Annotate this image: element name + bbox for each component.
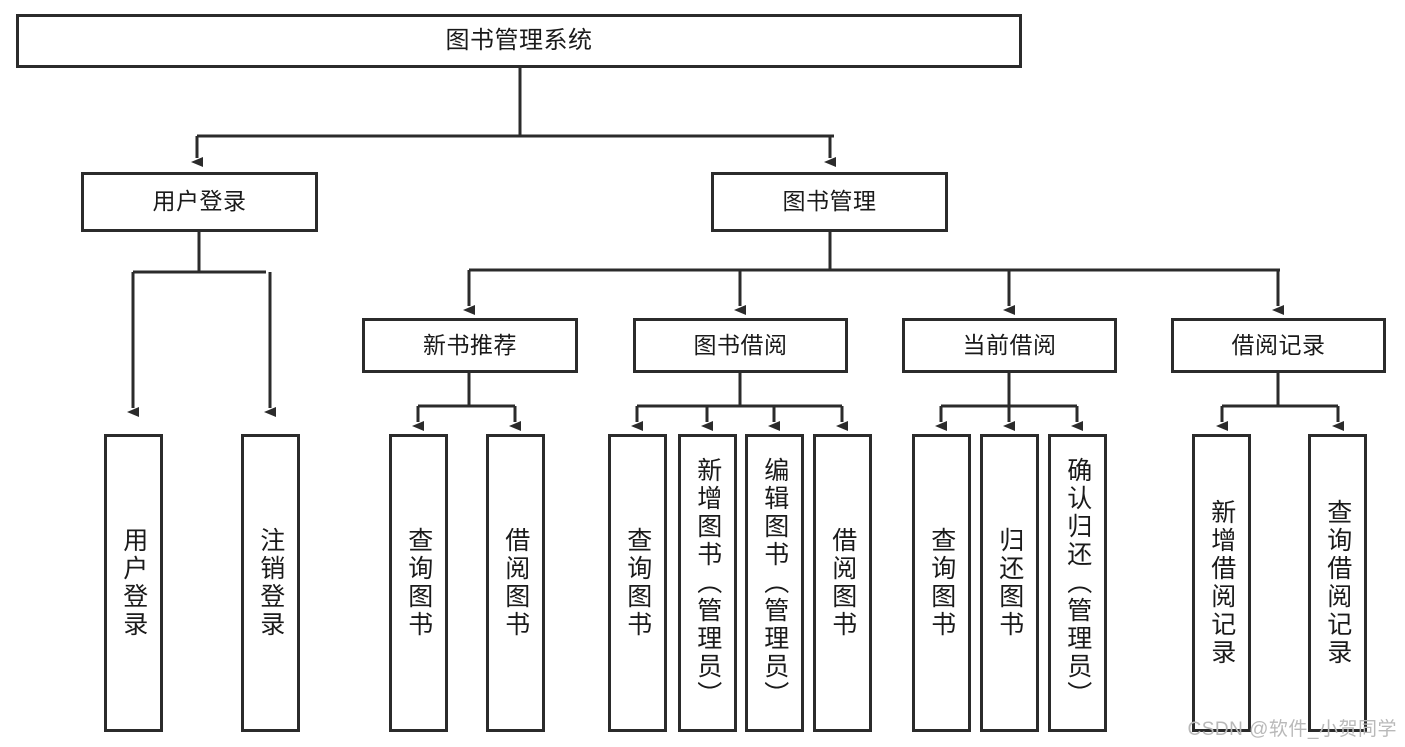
node-new-book-recommend[interactable]: 新书推荐 [362, 318, 578, 373]
node-label: 新增图书（管理员） [693, 457, 722, 709]
node-label: 用户登录 [119, 527, 148, 639]
node-label: 当前借阅 [962, 331, 1057, 358]
node-label: 新增借阅记录 [1207, 499, 1236, 667]
node-user-login[interactable]: 用户登录 [81, 172, 318, 232]
node-label: 查询图书 [927, 527, 956, 639]
leaf-confirm-return-admin[interactable]: 确认归还（管理员） [1048, 434, 1107, 732]
leaf-edit-book-admin[interactable]: 编辑图书（管理员） [745, 434, 804, 732]
leaf-return-book[interactable]: 归还图书 [980, 434, 1039, 732]
node-label: 图书借阅 [693, 331, 788, 358]
node-label: 用户登录 [152, 188, 247, 215]
node-label: 借阅图书 [828, 527, 857, 639]
node-current-borrow[interactable]: 当前借阅 [902, 318, 1117, 373]
node-root-system[interactable]: 图书管理系统 [16, 14, 1022, 68]
node-label: 查询图书 [623, 527, 652, 639]
leaf-add-book-admin[interactable]: 新增图书（管理员） [678, 434, 737, 732]
leaf-add-borrow-record[interactable]: 新增借阅记录 [1192, 434, 1251, 732]
node-label: 查询图书 [404, 527, 433, 639]
leaf-query-book-borrow[interactable]: 查询图书 [608, 434, 667, 732]
node-label: 借阅图书 [501, 527, 530, 639]
node-book-management[interactable]: 图书管理 [711, 172, 948, 232]
node-label: 新书推荐 [423, 331, 517, 358]
node-label: 编辑图书（管理员） [760, 457, 789, 709]
leaf-query-borrow-record[interactable]: 查询借阅记录 [1308, 434, 1367, 732]
leaf-logout[interactable]: 注销登录 [241, 434, 300, 732]
leaf-query-book-newbook[interactable]: 查询图书 [389, 434, 448, 732]
leaf-borrow-book[interactable]: 借阅图书 [813, 434, 872, 732]
leaf-query-book-current[interactable]: 查询图书 [912, 434, 971, 732]
node-label: 图书管理 [782, 188, 877, 215]
node-label: 归还图书 [995, 527, 1024, 639]
node-book-borrow[interactable]: 图书借阅 [633, 318, 848, 373]
node-label: 查询借阅记录 [1323, 499, 1352, 667]
node-label: 借阅记录 [1231, 331, 1326, 358]
node-label: 图书管理系统 [445, 26, 593, 54]
node-borrow-record[interactable]: 借阅记录 [1171, 318, 1386, 373]
watermark: CSDN @软件_小贺同学 [1187, 719, 1397, 740]
node-label: 确认归还（管理员） [1063, 457, 1092, 709]
node-label: 注销登录 [256, 527, 285, 639]
leaf-borrow-book-newbook[interactable]: 借阅图书 [486, 434, 545, 732]
leaf-user-login[interactable]: 用户登录 [104, 434, 163, 732]
